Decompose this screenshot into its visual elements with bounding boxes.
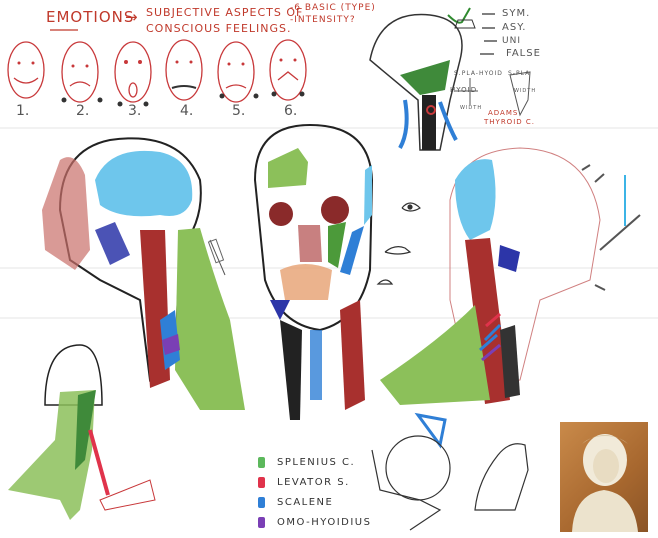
face-fear-icon xyxy=(269,39,307,101)
face-number-4: 4. xyxy=(180,103,194,119)
title-subtitle-line1: SUBJECTIVE ASPECTS OF xyxy=(146,6,304,19)
title-subtitle-line2: CONSCIOUS FEELINGS. xyxy=(146,22,292,35)
note-asy: ASY. xyxy=(502,22,527,33)
note-thyroid: THYROID C. xyxy=(484,118,535,126)
face-number-6: 6. xyxy=(284,103,298,119)
three-quarter-head-right xyxy=(380,147,641,405)
muscle-legend: SPLENIUS C. LEVATOR S. SCALENE OMO-HYOID… xyxy=(258,452,371,532)
swatch-green-icon xyxy=(258,456,265,468)
top-neck-study xyxy=(369,13,531,151)
face-number-3: 3. xyxy=(128,103,142,119)
note-width-2: WIDTH xyxy=(514,88,537,94)
swatch-red-icon xyxy=(258,476,265,488)
swatch-purple-icon xyxy=(258,516,265,528)
symmetry-diagram-icon xyxy=(447,7,497,55)
bottom-head-sketches xyxy=(371,435,529,531)
blue-triangle-mark xyxy=(414,412,447,449)
face-number-2: 2. xyxy=(76,103,90,119)
swatch-blue-icon xyxy=(258,496,265,508)
note-uni: UNI xyxy=(502,36,521,46)
front-head-center xyxy=(253,123,374,420)
face-number-1: 1. xyxy=(16,103,30,119)
legend-item-omohyoid: OMO-HYOIDIUS xyxy=(258,512,371,532)
face-shade-marks xyxy=(61,91,305,107)
feature-sketches xyxy=(376,202,421,285)
legend-label: LEVATOR S. xyxy=(277,476,350,488)
note-hyoid: HYOID xyxy=(450,86,478,94)
face-eyes xyxy=(17,58,297,68)
title-emotions: EMOTIONS xyxy=(46,8,135,26)
title-arrow: → xyxy=(125,8,139,26)
note-adams: ADAMS xyxy=(488,109,519,117)
legend-item-scalene: SCALENE xyxy=(258,492,371,512)
profile-head-left xyxy=(42,137,245,410)
note-false: FALSE xyxy=(506,48,541,59)
side-note-intensity: -INTENSITY? xyxy=(290,15,356,25)
legend-label: SCALENE xyxy=(277,496,334,508)
face-happy-icon xyxy=(7,41,45,99)
note-splen-hyoid: S.PLA-HYOID xyxy=(454,70,503,77)
face-number-5: 5. xyxy=(232,103,246,119)
legend-item-levator: LEVATOR S. xyxy=(258,472,371,492)
emotion-faces xyxy=(7,39,307,103)
face-surprise-icon xyxy=(114,41,152,103)
side-note-basic: -6 BASIC (TYPE) xyxy=(290,3,376,13)
note-sym: SYM. xyxy=(502,8,531,19)
legend-item-splenius: SPLENIUS C. xyxy=(258,452,371,472)
legend-label: SPLENIUS C. xyxy=(277,456,356,468)
face-disgust-icon xyxy=(165,39,203,101)
guide-lines xyxy=(0,127,658,319)
face-sad-icon xyxy=(61,41,99,103)
legend-label: OMO-HYOIDIUS xyxy=(277,516,372,528)
back-neck-study xyxy=(8,344,156,520)
bust-sculpture-icon xyxy=(572,434,638,532)
note-width: WIDTH xyxy=(460,105,483,111)
reference-bust-photo xyxy=(560,422,648,532)
face-anger-icon xyxy=(217,41,255,103)
